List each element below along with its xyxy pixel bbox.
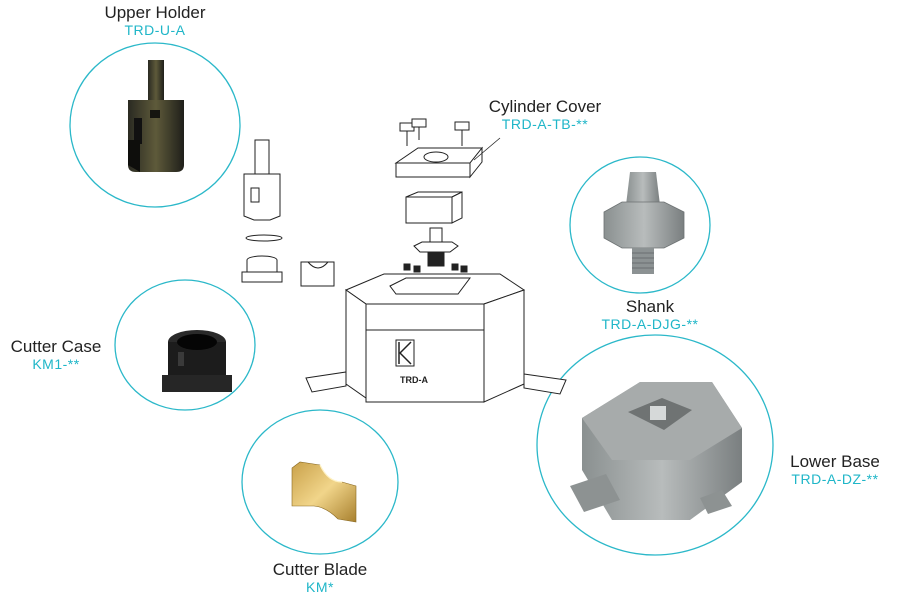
cutter-blade-label: Cutter Blade KM* xyxy=(260,560,380,595)
cutter-blade-name: Cutter Blade xyxy=(272,560,368,579)
shank-name: Shank xyxy=(625,297,675,316)
shank-label: Shank TRD-A-DJG-** xyxy=(590,297,710,332)
cutter-case-circle xyxy=(114,279,256,411)
model-label: TRD-A xyxy=(384,375,444,386)
cutter-blade-drawing xyxy=(300,261,335,287)
cutter-blade-image xyxy=(291,461,357,523)
lower-base-label: Lower Base TRD-A-DZ-** xyxy=(775,452,895,487)
upper-holder-code: TRD-U-A xyxy=(124,21,186,38)
shank-drawing xyxy=(403,227,468,273)
cylinder-cover-drawing xyxy=(394,146,484,179)
cylinder-cover-name: Cylinder Cover xyxy=(488,97,602,116)
cutter-case-name: Cutter Case xyxy=(10,337,102,356)
upper-holder-name: Upper Holder xyxy=(104,3,206,22)
lower-base-image xyxy=(570,382,742,520)
upper-holder-drawing xyxy=(243,139,283,242)
cutter-case-drawing xyxy=(241,255,283,283)
lower-base-name: Lower Base xyxy=(790,452,880,471)
cutter-case-label: Cutter Case KM1-** xyxy=(6,337,106,372)
cutter-blade-circle xyxy=(241,409,399,555)
cutter-case-code: KM1-** xyxy=(32,355,80,372)
shank-circle xyxy=(569,156,711,294)
upper-holder-circle xyxy=(69,42,241,208)
cylinder-cover-code: TRD-A-TB-** xyxy=(501,115,589,132)
upper-holder-image xyxy=(128,60,184,172)
lower-base-circle xyxy=(536,334,774,556)
cylinder-cover-label: Cylinder Cover TRD-A-TB-** xyxy=(470,97,620,132)
shank-code: TRD-A-DJG-** xyxy=(601,315,699,332)
upper-holder-label: Upper Holder TRD-U-A xyxy=(85,3,225,38)
model-label-text: TRD-A xyxy=(400,375,428,385)
screw-middle xyxy=(411,118,427,140)
exploded-assembly-drawing xyxy=(241,118,567,403)
lower-base-code: TRD-A-DZ-** xyxy=(791,470,879,487)
cutter-case-image xyxy=(162,330,232,392)
screw-right xyxy=(454,121,470,146)
lower-base-drawing xyxy=(305,273,567,403)
cylinder-drawing xyxy=(405,191,463,224)
shank-image xyxy=(603,172,685,274)
cutter-blade-code: KM* xyxy=(306,578,334,595)
